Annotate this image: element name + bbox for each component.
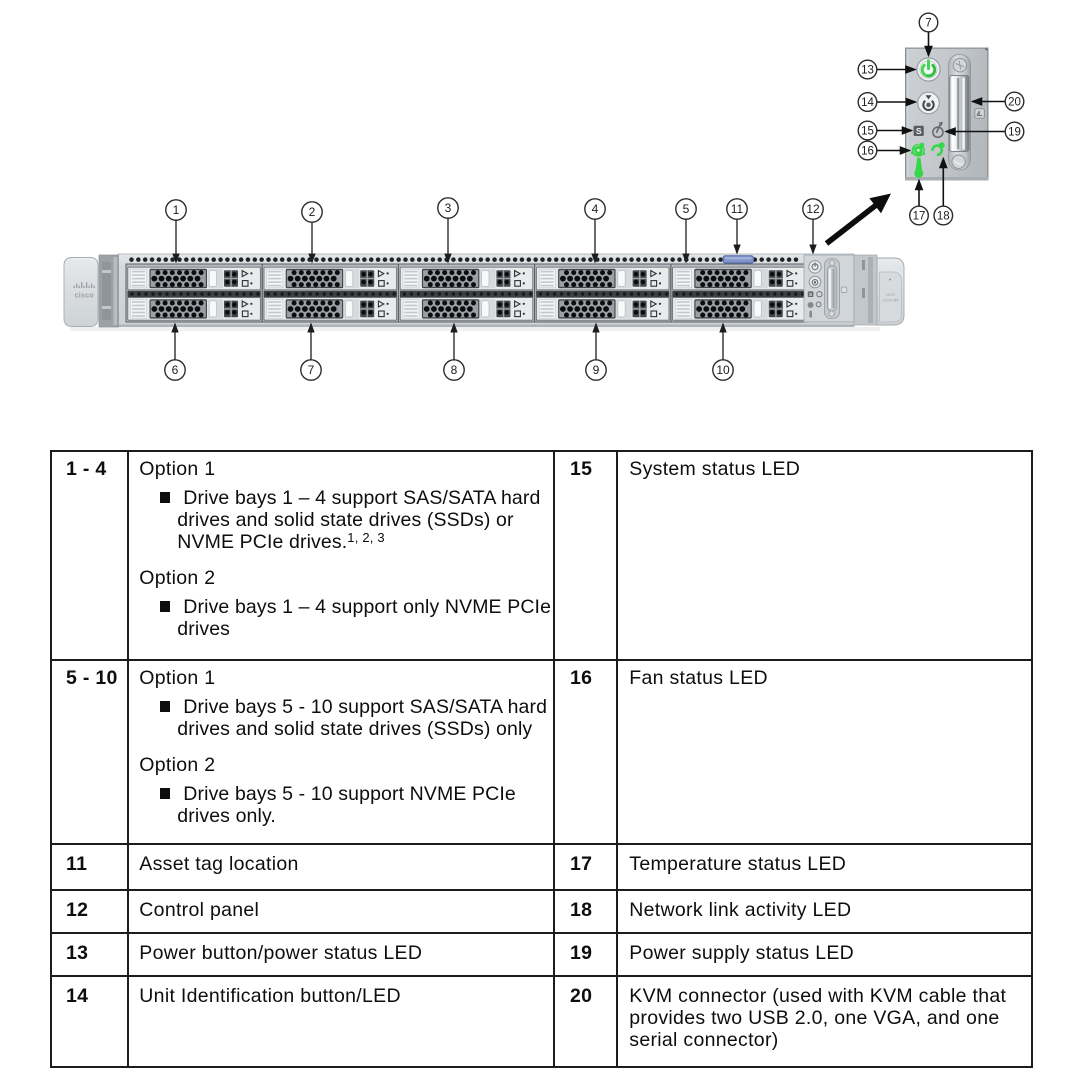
svg-text:6: 6 bbox=[172, 363, 179, 377]
svg-text:S: S bbox=[809, 292, 812, 297]
svg-text:18: 18 bbox=[937, 211, 950, 223]
svg-text:1: 1 bbox=[173, 203, 180, 217]
svg-text:19: 19 bbox=[1008, 127, 1021, 139]
svg-text:15: 15 bbox=[861, 126, 874, 138]
svg-text:11: 11 bbox=[731, 202, 744, 216]
svg-text:10: 10 bbox=[716, 363, 730, 377]
svg-text:UCS: UCS bbox=[886, 292, 895, 297]
svg-text:14: 14 bbox=[861, 97, 874, 109]
svg-text:5: 5 bbox=[683, 202, 690, 216]
svg-text:12: 12 bbox=[806, 202, 820, 216]
svg-text:20: 20 bbox=[1008, 97, 1021, 109]
svg-text:13: 13 bbox=[861, 65, 874, 77]
svg-text:2: 2 bbox=[309, 205, 316, 219]
svg-text:C220 M5: C220 M5 bbox=[882, 298, 899, 303]
svg-text:8: 8 bbox=[451, 363, 458, 377]
svg-text:4: 4 bbox=[592, 202, 599, 216]
svg-text:17: 17 bbox=[913, 211, 926, 223]
svg-text:S: S bbox=[916, 126, 922, 136]
svg-text:7: 7 bbox=[925, 18, 931, 30]
svg-text:cisco: cisco bbox=[75, 291, 95, 300]
svg-text:16: 16 bbox=[861, 146, 874, 158]
svg-text:9: 9 bbox=[593, 363, 600, 377]
svg-text:7: 7 bbox=[308, 363, 315, 377]
svg-text:3: 3 bbox=[445, 201, 452, 215]
